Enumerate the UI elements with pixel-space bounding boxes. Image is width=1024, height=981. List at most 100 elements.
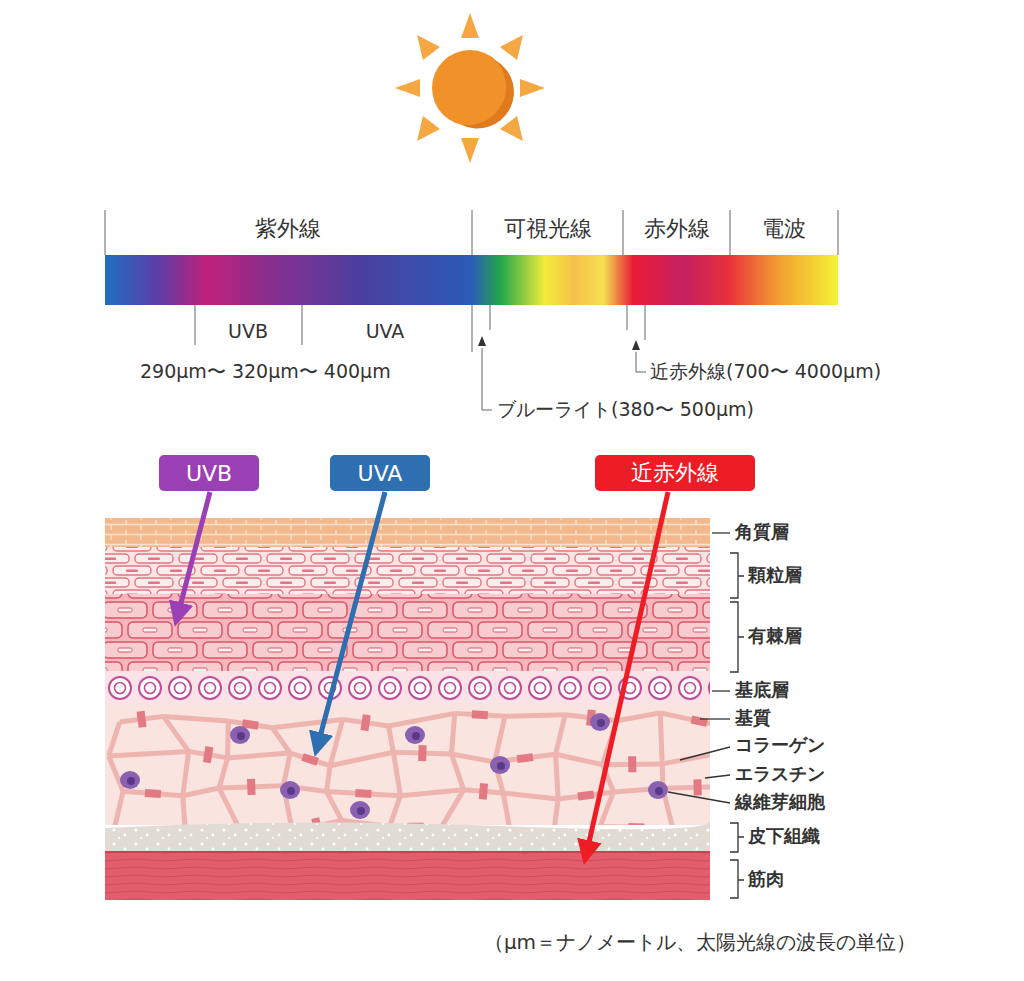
layer-label: コラーゲン [735,734,825,756]
elastin [360,714,370,731]
collagen-fibre [390,796,401,825]
callout-box: 近赤外線 [595,455,755,491]
elastin [691,716,708,727]
collagen-fibre [163,716,228,721]
collagen-fibre [183,751,189,795]
fibroblast [350,801,370,819]
collagen-fibre [451,754,463,790]
fibroblast-nucleus [597,719,605,727]
collagen-fibre [183,788,219,796]
layer-label: 基底層 [735,679,789,701]
collagen-fibre [219,758,227,788]
layer-label: エラスチン [735,763,825,785]
spectrum-label: 290μm〜 320μm〜 400μm [140,360,391,383]
collagen-fibre [556,754,603,764]
elastin [693,779,701,795]
collagen-fibre [284,753,291,786]
elastin [137,711,147,728]
collagen-fibre [389,726,394,752]
fibroblast-nucleus [287,787,295,795]
collagen-fibre [556,754,559,799]
elastin [628,756,636,772]
layer-label: 基質 [735,707,771,729]
elastin [479,783,488,800]
layer-label: 筋肉 [748,868,784,890]
spectrum-label: 赤外線 [644,216,710,242]
collagen-fibre [503,793,558,799]
collagen-fibre [113,791,123,825]
caption: （μm＝ナノメートル、太陽光線の波長の単位） [484,930,916,954]
collagen-fibre [503,793,510,825]
layer-label: 角質層 [735,521,789,543]
collagen-fibre [326,791,341,820]
elastin [355,789,371,798]
collagen-fibre [556,715,566,754]
fibroblast [490,756,510,774]
collagen-fibre [451,713,454,754]
elastin [301,753,319,765]
elastin [517,753,534,763]
fibroblast-nucleus [127,777,135,785]
callout-text: UVB [186,461,232,486]
collagen-fibre [109,756,123,791]
collagen-fibre [400,790,463,796]
collagen-fibre [393,752,400,795]
collagen-fibre [183,796,186,825]
spectrum-label: UVB [228,320,268,343]
fibroblast-nucleus [655,787,663,795]
callout-box: UVB [159,455,259,491]
callout-box: UVA [330,455,430,491]
elastin [418,745,426,761]
elastin [472,710,488,719]
fibroblast [648,781,668,799]
fibroblast [280,781,300,799]
collagen-fibre [326,766,330,792]
collagen-fibre [660,713,662,764]
spectrum-label: 紫外線 [255,216,321,242]
collagen-fibre [272,728,290,753]
collagen-fibre [225,721,231,758]
skin-section [105,518,738,900]
radiation-arrows [176,492,668,860]
layer-label: 線維芽細胞 [735,791,825,813]
collagen-fibre [553,799,558,825]
elastin [577,791,594,801]
collagen-fibre [600,792,613,825]
fibroblast-nucleus [237,732,245,740]
callout-text: 近赤外線 [631,458,719,488]
layer-label: 有棘層 [748,625,802,647]
fibroblast-nucleus [357,807,365,815]
fibroblast [120,771,140,789]
callout-text: UVA [358,461,403,486]
collagen-fibre [441,790,463,825]
elastin [628,823,644,825]
collagen-fibre [109,722,120,756]
collagen-fibre [330,719,343,765]
spectrum-label: ブルーライト(380〜 500μm) [497,398,754,421]
collagen-fibre [663,786,710,788]
layer-label: 皮下組織 [748,825,820,847]
fibroblast-nucleus [412,732,420,740]
collagen-fibre [228,753,291,758]
layer-label: 顆粒層 [748,564,802,586]
collagen-fibre [163,716,188,751]
fibroblast [405,726,425,744]
elastin [247,779,256,795]
sun [395,13,545,163]
fibroblast [230,726,250,744]
collagen-fibre [660,713,710,730]
layer-leaders [668,533,744,898]
collagen-fibre [290,753,330,766]
collagen-fibre [451,754,494,762]
collagen-fibre [109,751,189,756]
spectrum-label: UVA [366,320,405,343]
elastin [145,789,162,798]
fibroblast [590,713,610,731]
collagen-fibre [330,752,393,766]
elastin [203,746,214,763]
collagen-fibre [617,713,660,721]
collagen-fibre [389,713,455,726]
collagen-fibre [505,715,565,716]
collagen-fibre [495,716,505,762]
